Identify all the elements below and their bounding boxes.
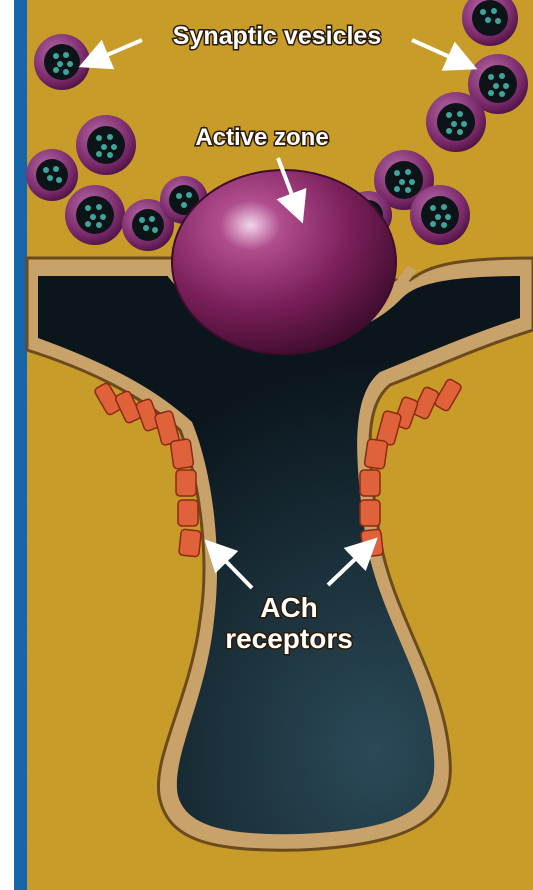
receptor — [364, 439, 388, 470]
label-active-zone: Active zone — [195, 124, 328, 151]
label-ach: ACh — [260, 592, 318, 623]
receptor — [360, 470, 380, 496]
vesicle — [426, 92, 486, 152]
vesicle — [410, 185, 470, 245]
receptor — [360, 500, 380, 526]
receptor — [178, 500, 198, 526]
active-zone — [172, 170, 396, 354]
left-border-bar — [14, 0, 27, 890]
receptor — [170, 439, 194, 470]
label-receptors: receptors — [225, 623, 353, 654]
label-synaptic-vesicles: Synaptic vesicles — [173, 22, 381, 50]
vesicle — [65, 185, 125, 245]
receptor — [179, 529, 202, 557]
vesicle — [26, 149, 78, 201]
vesicle — [76, 115, 136, 175]
receptor — [176, 470, 196, 496]
vesicle — [34, 34, 90, 90]
